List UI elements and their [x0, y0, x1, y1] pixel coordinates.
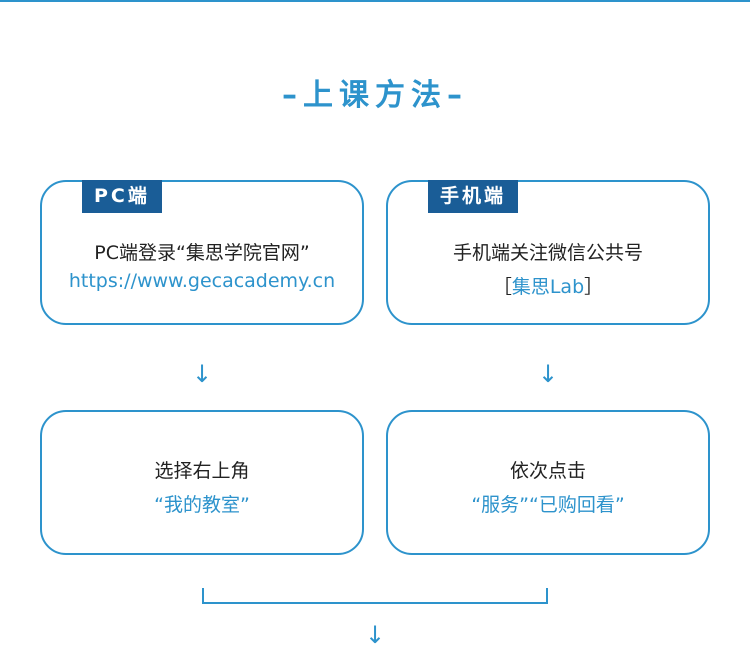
mobile-step2-card: 依次点击 “服务”“已购回看”	[386, 410, 710, 555]
mobile-instruction: 手机端关注微信公共号	[452, 242, 643, 264]
wechat-account-name: 集思Lab	[511, 276, 585, 298]
pc-url-link[interactable]: https://www.gecacademy.cn	[68, 270, 336, 292]
mobile-step2-instruction: 依次点击	[509, 460, 586, 482]
down-arrow-icon: ↓	[191, 360, 213, 388]
page-title: –上课方法–	[282, 78, 468, 113]
mobile-account-line: ［集思Lab］	[388, 272, 708, 299]
pc-step2-card: 选择右上角 “我的教室”	[40, 410, 364, 555]
pc-instruction: PC端登录“集思学院官网”	[94, 242, 310, 264]
pc-tag: PC端	[82, 180, 162, 213]
down-arrow-icon: ↓	[537, 360, 559, 388]
pc-step2-target: “我的教室”	[154, 494, 250, 516]
pc-step2-instruction: 选择右上角	[154, 460, 250, 482]
mobile-tag: 手机端	[428, 180, 519, 213]
mobile-step2-target: “服务”“已购回看”	[471, 494, 625, 516]
down-arrow-icon: ↓	[364, 621, 386, 649]
bracket-open: ［	[492, 276, 512, 298]
bracket-close: ］	[584, 276, 604, 298]
pc-card: PC端 PC端登录“集思学院官网” https://www.gecacademy…	[40, 180, 364, 325]
top-divider	[0, 0, 750, 2]
mobile-card: 手机端 手机端关注微信公共号 ［集思Lab］	[386, 180, 710, 325]
merge-bracket	[202, 588, 548, 604]
